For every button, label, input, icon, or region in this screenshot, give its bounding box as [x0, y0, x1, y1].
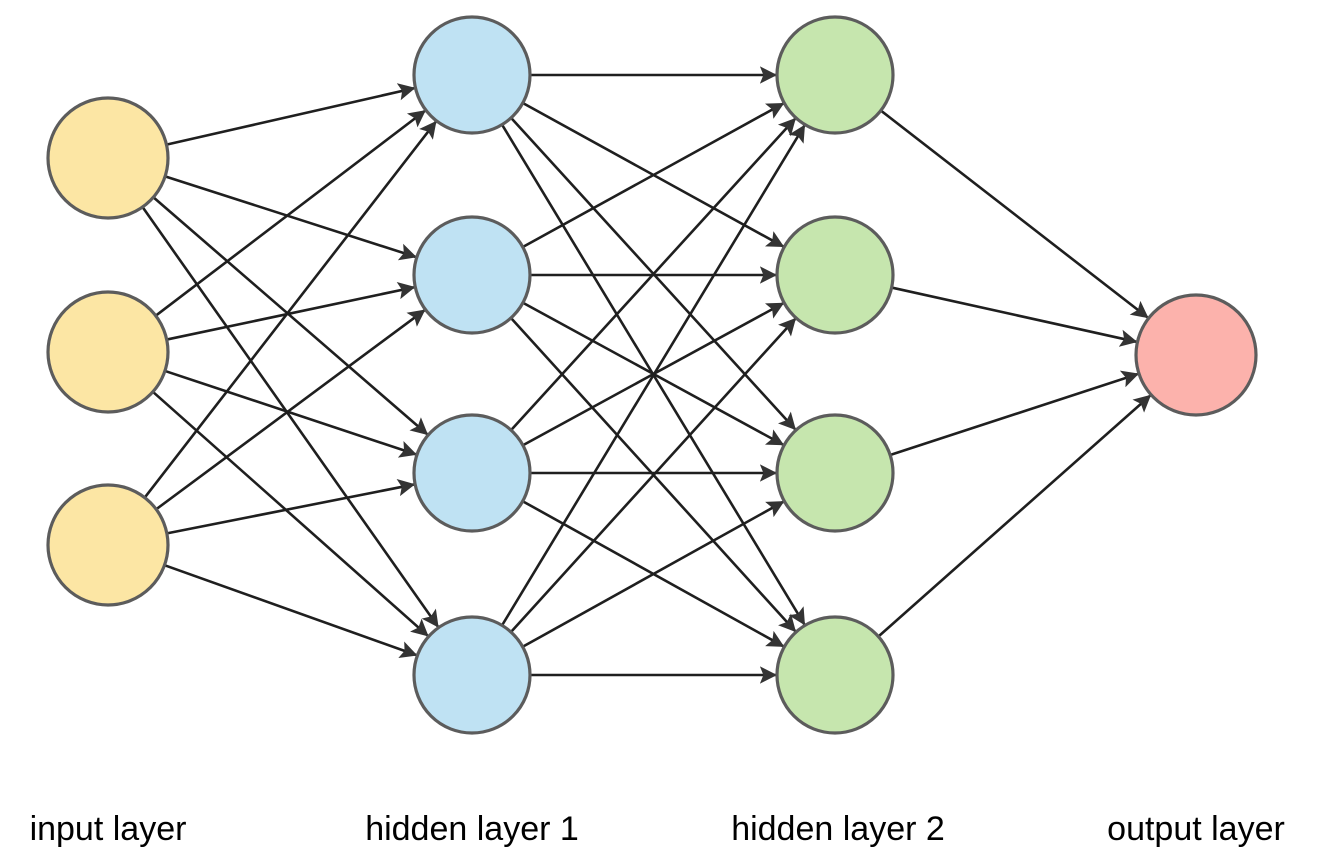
neuron-node-h2_3[interactable]: [775, 413, 895, 533]
layer-label-input: input layer: [30, 810, 187, 848]
neuron-node-h1_2[interactable]: [412, 215, 532, 335]
connection-edge: [522, 500, 785, 648]
connection-edge: [164, 175, 417, 261]
neuron-node-h2_2[interactable]: [775, 215, 895, 335]
neuron-node-h1_1[interactable]: [412, 15, 532, 135]
connection-edge: [166, 282, 416, 341]
layer-label-output: output layer: [1107, 810, 1285, 848]
connection-edge: [880, 109, 1149, 319]
edges-group: [141, 66, 1152, 684]
connection-edge: [889, 370, 1140, 457]
neuron-node-h1_4[interactable]: [412, 615, 532, 735]
connection-edge: [877, 394, 1152, 638]
connection-edge: [522, 102, 785, 249]
connection-edge: [164, 563, 418, 658]
layer-label-hidden2: hidden layer 2: [731, 810, 945, 848]
neuron-node-i2[interactable]: [46, 290, 170, 414]
neuron-node-o1[interactable]: [1134, 293, 1258, 417]
nodes-group: [46, 15, 1258, 735]
connection-edge: [152, 390, 429, 637]
neuron-node-h1_3[interactable]: [412, 413, 532, 533]
connection-edge: [500, 124, 806, 627]
connection-edge: [166, 479, 416, 535]
neuron-node-i3[interactable]: [46, 483, 170, 607]
neuron-node-h2_4[interactable]: [775, 615, 895, 735]
layer-label-hidden1: hidden layer 1: [365, 810, 579, 848]
connection-edge: [141, 206, 440, 628]
connection-edge: [510, 317, 797, 633]
connection-edge: [166, 83, 416, 146]
connection-edge: [164, 369, 417, 458]
neuron-node-h2_1[interactable]: [775, 15, 895, 135]
connection-edge: [891, 286, 1138, 347]
connection-edge: [143, 120, 437, 499]
neuron-node-i1[interactable]: [46, 96, 170, 220]
connection-edge: [510, 117, 797, 432]
layer-labels-group: input layer hidden layer 1 hidden layer 2 o…: [30, 810, 1285, 848]
connection-edge: [154, 109, 426, 317]
connection-edge: [152, 196, 429, 436]
connection-edge: [155, 309, 426, 511]
